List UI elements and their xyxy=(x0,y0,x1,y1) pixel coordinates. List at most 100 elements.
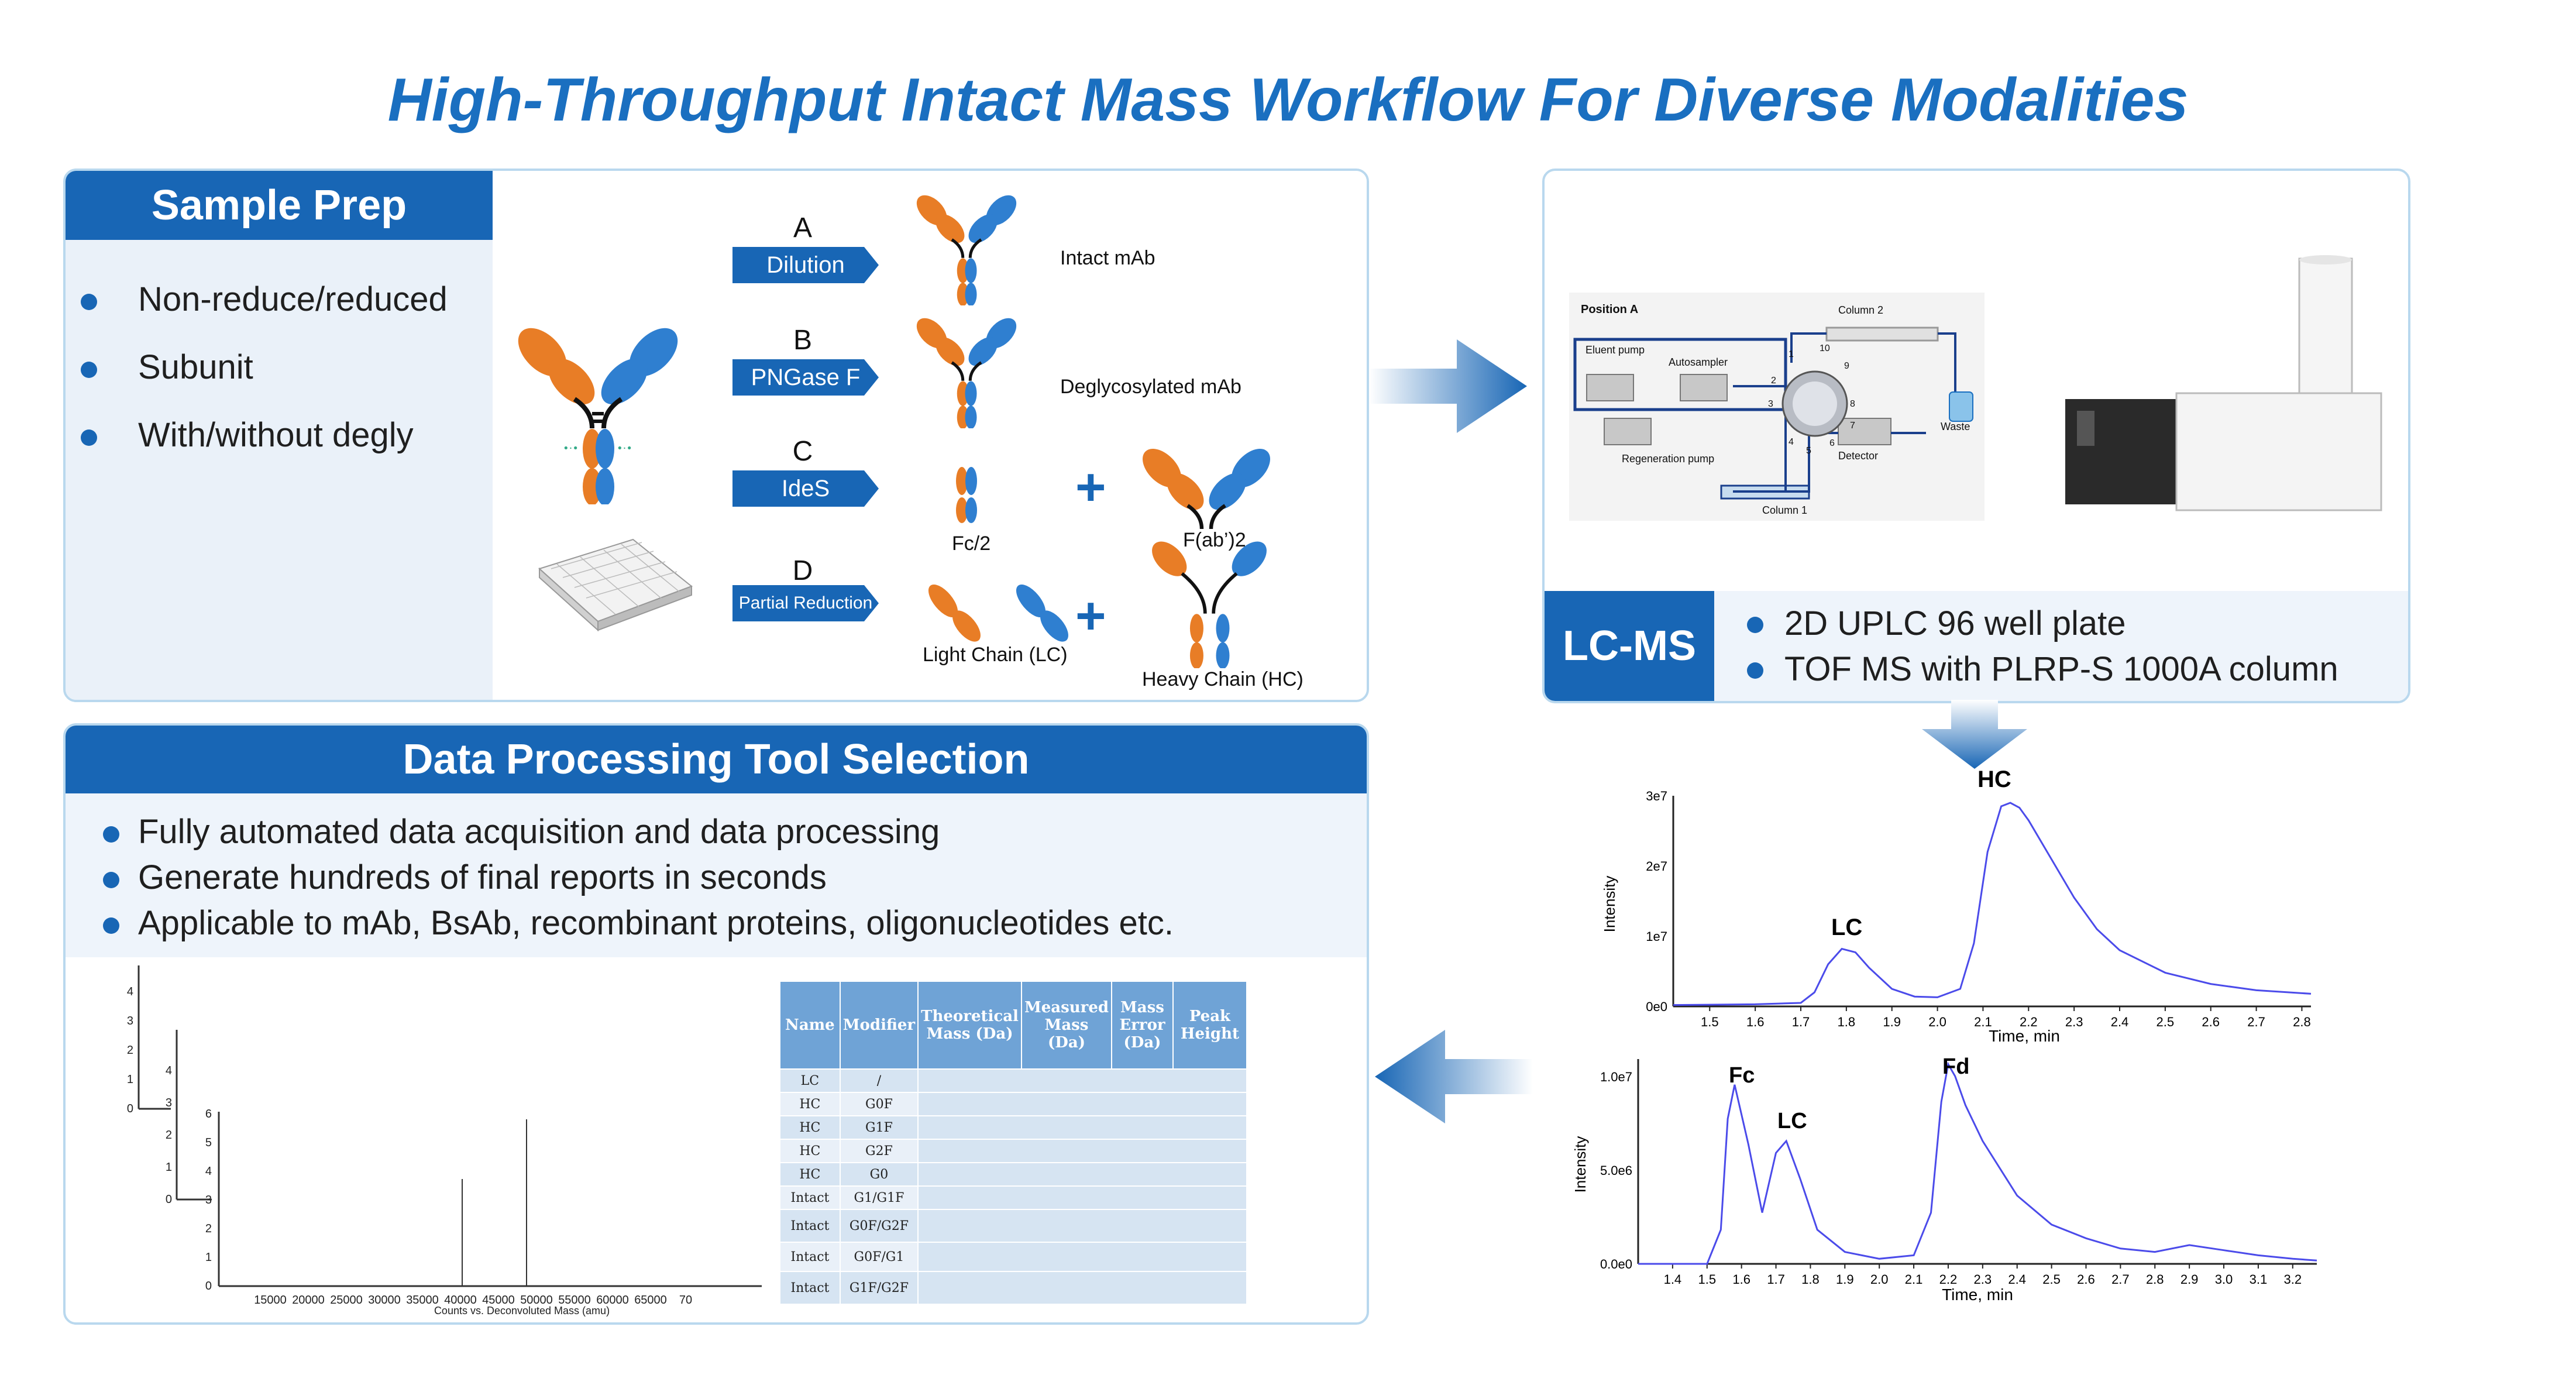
data-processing-band xyxy=(66,793,1367,957)
sample-prep-bullet: Non-reduce/reduced xyxy=(138,280,448,318)
label-fc2: Fc/2 xyxy=(952,532,991,555)
x-tick-label: 1.5 xyxy=(1701,1015,1719,1029)
peak-label-fd: Fd xyxy=(1942,1054,1969,1079)
fab2-icon xyxy=(1143,449,1270,530)
step-arrow-partial-reduction: Partial Reduction xyxy=(732,585,879,621)
axis-label-y: Intensity xyxy=(1571,1136,1589,1193)
sample-prep-header: Sample Prep xyxy=(66,171,493,240)
y-tick-label: 1e7 xyxy=(1646,929,1667,944)
tick-label: 4 xyxy=(166,1064,172,1077)
x-tick-label: 1.6 xyxy=(1732,1272,1750,1287)
lcms-panel: Position A Eluent pump Autosampler Colum… xyxy=(1542,169,2410,703)
bullet-dot xyxy=(103,872,119,888)
deglycosylated-mab-icon xyxy=(916,318,1017,428)
x-tick-label: 2.8 xyxy=(2146,1272,2164,1287)
port-label: 10 xyxy=(1820,343,1830,353)
tick-label: 1 xyxy=(166,1161,172,1174)
table-cell: LC xyxy=(779,1068,841,1093)
axis-label-x: Time, min xyxy=(1942,1286,2013,1304)
label-light-chain: Light Chain (LC) xyxy=(923,644,1068,666)
table-cell: HC xyxy=(779,1092,841,1116)
svg-text:•·•: •·• xyxy=(563,442,579,455)
port-label: 9 xyxy=(1844,361,1849,371)
x-tick-label: 3.1 xyxy=(2250,1272,2268,1287)
table-cell-empty xyxy=(917,1271,1247,1305)
tick-label: 4 xyxy=(205,1165,212,1178)
table-cell: G0F/G1 xyxy=(839,1242,919,1272)
column-header: Measured Mass (Da) xyxy=(1020,981,1113,1070)
label-autosampler: Autosampler xyxy=(1669,356,1728,368)
x-tick-label: 2.5 xyxy=(2157,1015,2175,1029)
flow-arrow-right-icon xyxy=(1369,339,1527,433)
column-header: Name xyxy=(779,981,841,1070)
lc-flow-schematic: Position A Eluent pump Autosampler Colum… xyxy=(1569,293,1985,521)
table-cell-empty xyxy=(917,1242,1247,1272)
bullet-dot xyxy=(1747,617,1763,633)
x-tick-label: 2.6 xyxy=(2077,1272,2095,1287)
heavy-chain-icon xyxy=(1152,541,1267,668)
table-cell: G1/G1F xyxy=(839,1185,919,1210)
chromatogram-trace xyxy=(1638,1061,2317,1265)
tick-label: 0 xyxy=(166,1193,172,1206)
label-column1: Column 1 xyxy=(1762,504,1807,516)
x-tick-label: 2.5 xyxy=(2042,1272,2061,1287)
table-cell: Intact xyxy=(779,1242,841,1272)
tick-label: 35000 xyxy=(406,1294,439,1307)
step-arrow-ides: IdeS xyxy=(732,470,879,507)
axis-label-y: Intensity xyxy=(1601,876,1618,933)
axis-label-x: Time, min xyxy=(1989,1027,2060,1045)
intact-mab-icon xyxy=(916,195,1017,305)
flow-arrow-left-icon xyxy=(1375,1030,1533,1123)
tick-label: 4 xyxy=(127,985,133,998)
tick-label: 0 xyxy=(127,1102,133,1115)
bullet-dot xyxy=(103,917,119,934)
data-processing-bullet: Generate hundreds of final reports in se… xyxy=(138,858,827,896)
step-letter: B xyxy=(793,325,812,356)
x-tick-label: 2.7 xyxy=(2247,1015,2265,1029)
table-cell-empty xyxy=(917,1209,1247,1243)
tick-label: 55000 xyxy=(558,1294,591,1307)
label-eluent-pump: Eluent pump xyxy=(1586,344,1645,356)
x-tick-label: 2.0 xyxy=(1870,1272,1889,1287)
port-label: 6 xyxy=(1829,438,1835,448)
table-cell-empty xyxy=(917,1068,1247,1093)
x-tick-label: 2.8 xyxy=(2293,1015,2311,1029)
x-tick-label: 2.4 xyxy=(2111,1015,2129,1029)
table-cell-empty xyxy=(917,1162,1247,1187)
y-tick-label: 3e7 xyxy=(1646,789,1667,803)
x-tick-label: 1.8 xyxy=(1838,1015,1856,1029)
x-tick-label: 2.4 xyxy=(2008,1272,2026,1287)
bullet-dot xyxy=(81,294,97,310)
table-cell: G1F xyxy=(839,1115,919,1140)
well-plate-icon xyxy=(538,538,693,632)
x-tick-label: 2.1 xyxy=(1974,1015,1992,1029)
label-waste: Waste xyxy=(1941,421,1970,432)
x-tick-label: 1.9 xyxy=(1836,1272,1854,1287)
x-tick-label: 2.7 xyxy=(2111,1272,2130,1287)
column-header: Peak Height xyxy=(1172,981,1248,1070)
tick-label: 2 xyxy=(166,1129,172,1142)
sample-prep-left-column xyxy=(66,171,493,700)
port-label: 4 xyxy=(1789,437,1794,447)
table-cell: / xyxy=(839,1068,919,1093)
table-cell: G2F xyxy=(839,1139,919,1163)
tick-label: 1 xyxy=(127,1073,133,1086)
port-label: 3 xyxy=(1768,399,1773,409)
table-cell: Intact xyxy=(779,1209,841,1243)
tick-label: 5 xyxy=(205,1136,212,1149)
x-tick-label: 2.2 xyxy=(1939,1272,1958,1287)
tick-label: 2 xyxy=(205,1222,212,1235)
label-detector: Detector xyxy=(1838,450,1878,462)
tick-label: 2 xyxy=(127,1044,133,1057)
x-tick-label: 1.7 xyxy=(1792,1015,1810,1029)
y-tick-label: 1.0e7 xyxy=(1600,1070,1632,1084)
tick-label: 70 xyxy=(679,1294,692,1307)
table-cell: Intact xyxy=(779,1185,841,1210)
x-tick-label: 2.0 xyxy=(1928,1015,1946,1029)
y-tick-label: 5.0e6 xyxy=(1600,1163,1632,1178)
